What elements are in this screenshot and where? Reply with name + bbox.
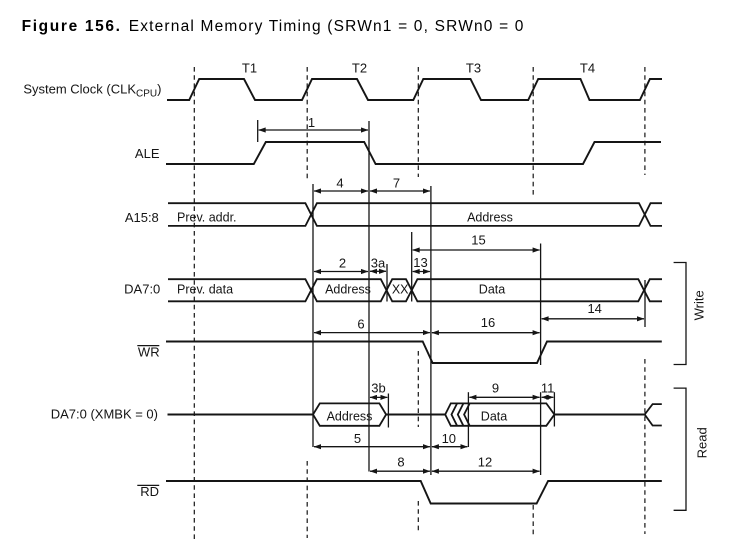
- svg-text:Figure 156.External Memory Tim: Figure 156.External Memory Timing (SRWn1…: [22, 18, 525, 35]
- svg-text:System Clock (CLKCPU): System Clock (CLKCPU): [23, 82, 161, 100]
- svg-text:T4: T4: [580, 61, 595, 76]
- svg-text:7: 7: [393, 176, 400, 191]
- svg-text:T1: T1: [242, 61, 257, 76]
- svg-text:ALE: ALE: [135, 146, 160, 161]
- svg-text:Address: Address: [325, 283, 371, 297]
- svg-text:13: 13: [413, 255, 427, 270]
- svg-text:A15:8: A15:8: [125, 210, 159, 225]
- svg-text:3a: 3a: [371, 256, 386, 271]
- svg-text:Data: Data: [481, 409, 507, 423]
- svg-text:9: 9: [492, 381, 499, 396]
- svg-text:RD: RD: [140, 484, 159, 499]
- svg-text:1: 1: [308, 115, 315, 130]
- svg-text:Prev. data: Prev. data: [177, 282, 233, 296]
- svg-text:3b: 3b: [371, 380, 385, 395]
- svg-text:11: 11: [541, 381, 555, 396]
- svg-text:XX: XX: [392, 283, 409, 297]
- svg-text:10: 10: [442, 431, 456, 446]
- svg-text:WR: WR: [138, 345, 160, 360]
- svg-text:4: 4: [336, 176, 343, 191]
- svg-text:DA7:0 (XMBK = 0): DA7:0 (XMBK = 0): [51, 407, 158, 422]
- svg-text:5: 5: [354, 431, 361, 446]
- svg-text:T3: T3: [466, 61, 481, 76]
- svg-text:15: 15: [471, 233, 485, 248]
- svg-text:14: 14: [587, 301, 601, 316]
- svg-text:Read: Read: [695, 427, 710, 458]
- svg-text:Address: Address: [327, 409, 373, 423]
- svg-text:2: 2: [339, 255, 346, 270]
- svg-text:T2: T2: [352, 61, 367, 76]
- svg-text:Address: Address: [467, 210, 513, 224]
- svg-text:Data: Data: [479, 283, 505, 297]
- svg-text:12: 12: [478, 455, 492, 470]
- svg-text:Prev. addr.: Prev. addr.: [177, 210, 237, 224]
- svg-text:8: 8: [397, 455, 404, 470]
- svg-text:6: 6: [357, 317, 364, 332]
- svg-text:Write: Write: [692, 290, 707, 320]
- svg-text:DA7:0: DA7:0: [124, 282, 160, 297]
- svg-text:16: 16: [481, 315, 495, 330]
